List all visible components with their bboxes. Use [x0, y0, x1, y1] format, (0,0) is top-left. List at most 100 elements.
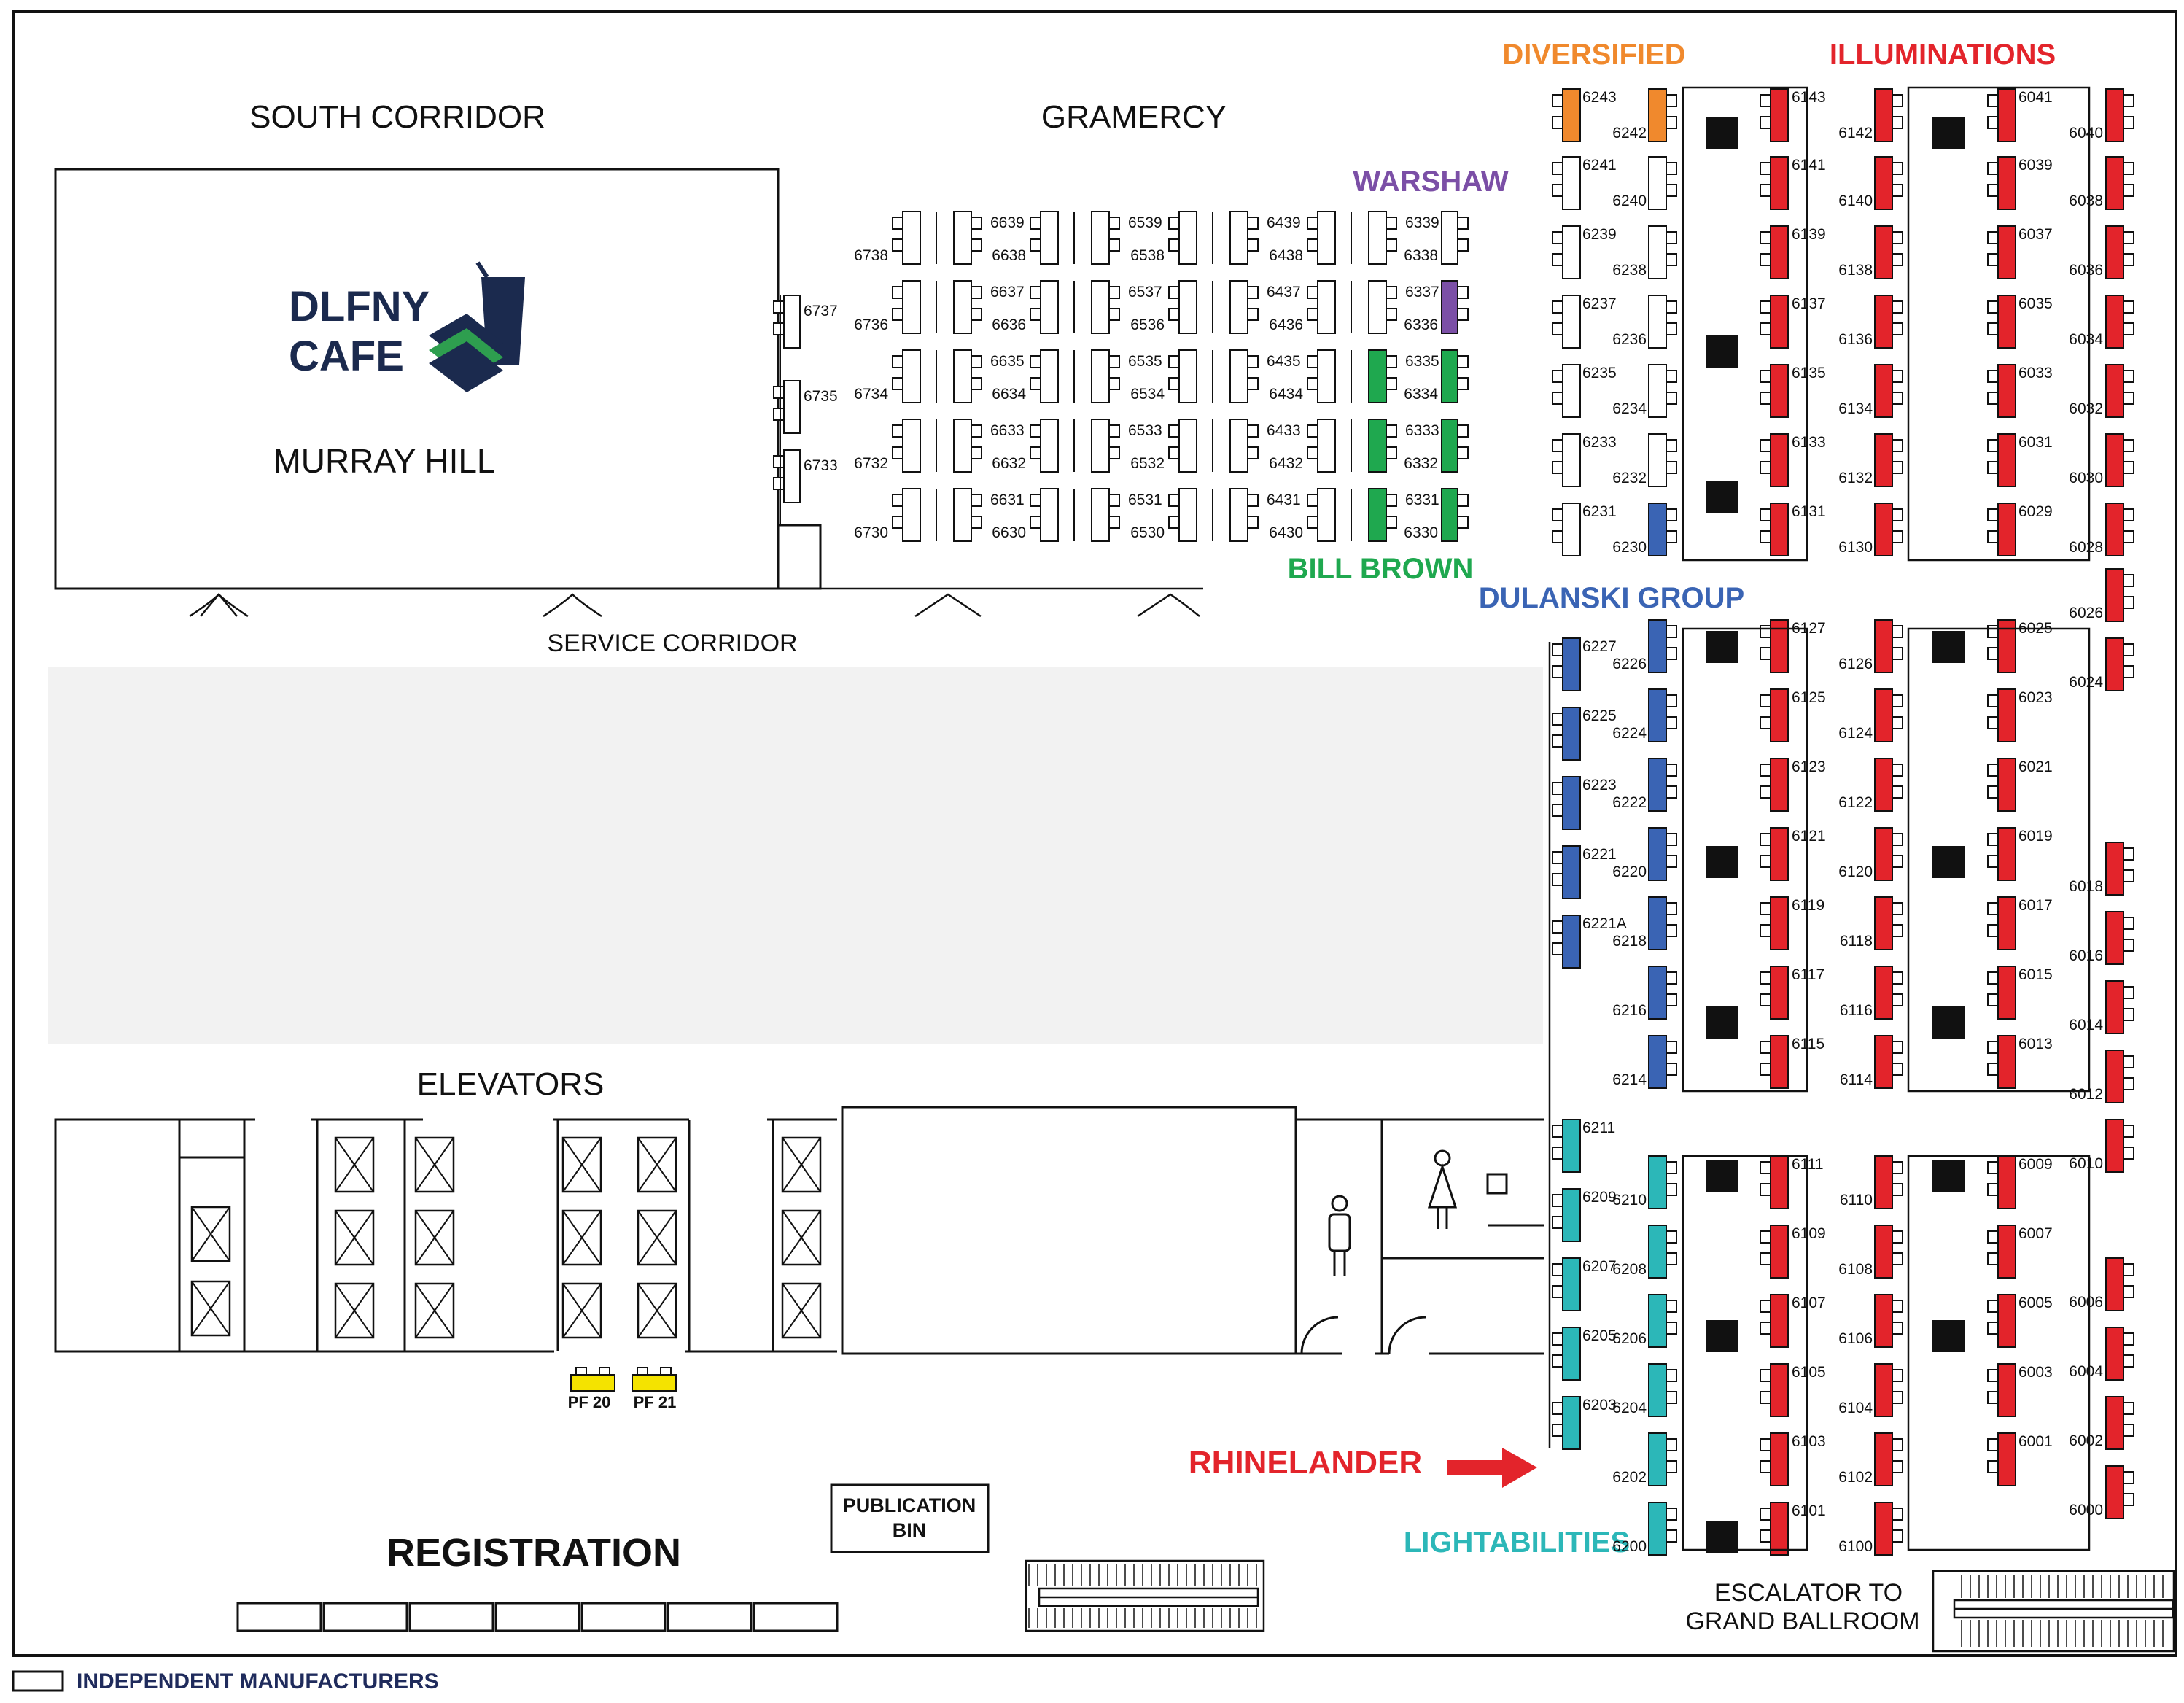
booth[interactable]: 6231 — [1552, 503, 1617, 556]
exhibitor-diversified[interactable]: DIVERSIFIED — [1502, 39, 1685, 71]
booth[interactable]: 6736 — [854, 280, 921, 334]
booth[interactable]: 6103 — [1760, 1432, 1826, 1486]
booth-table[interactable] — [783, 380, 801, 434]
booth[interactable]: 6106 — [1838, 1294, 1903, 1348]
booth[interactable]: 6121 — [1760, 827, 1826, 881]
booth-table[interactable] — [1562, 364, 1581, 418]
registration-desk[interactable] — [322, 1602, 408, 1632]
booth-table[interactable] — [1229, 280, 1248, 334]
booth[interactable]: 6004 — [2069, 1327, 2134, 1381]
booth-table[interactable] — [2105, 1050, 2124, 1103]
booth-table[interactable] — [2105, 568, 2124, 622]
booth-table[interactable] — [1040, 211, 1059, 265]
booth-table[interactable] — [902, 419, 921, 473]
booth[interactable]: 6205 — [1552, 1327, 1617, 1381]
booth-table[interactable] — [1178, 419, 1197, 473]
booth[interactable]: 6630 — [992, 488, 1059, 542]
booth-table[interactable] — [1997, 1432, 2016, 1486]
booth[interactable]: 6636 — [992, 280, 1059, 334]
booth-table[interactable] — [1770, 1294, 1789, 1348]
booth-table[interactable] — [1040, 488, 1059, 542]
booth[interactable]: 6016 — [2069, 911, 2134, 965]
booth[interactable]: 6209 — [1552, 1188, 1617, 1242]
booth[interactable]: 6239 — [1552, 225, 1617, 279]
exhibitor-dulanski-group[interactable]: DULANSKI GROUP — [1479, 582, 1744, 614]
booth[interactable]: 6223 — [1552, 776, 1617, 830]
booth-table[interactable] — [1997, 156, 2016, 210]
booth-table[interactable] — [1770, 88, 1789, 142]
booth[interactable]: 6537 — [1091, 280, 1162, 334]
booth-table[interactable] — [1997, 433, 2016, 487]
booth[interactable]: 6104 — [1838, 1363, 1903, 1417]
booth-table[interactable] — [1648, 1502, 1667, 1556]
booth[interactable]: 6001 — [1987, 1432, 2053, 1486]
booth-table[interactable] — [1368, 211, 1387, 265]
booth[interactable]: 6240 — [1612, 156, 1677, 210]
booth[interactable]: 6031 — [1987, 433, 2053, 487]
booth-table[interactable] — [1178, 349, 1197, 403]
booth-table[interactable] — [1562, 225, 1581, 279]
booth[interactable]: 6733 — [773, 449, 838, 503]
booth-table[interactable] — [1317, 419, 1336, 473]
booth[interactable]: 6430 — [1269, 488, 1336, 542]
booth-table[interactable] — [1368, 419, 1387, 473]
booth[interactable]: 6207 — [1552, 1257, 1617, 1311]
booth[interactable]: 6536 — [1130, 280, 1197, 334]
booth[interactable]: 6033 — [1987, 364, 2053, 418]
booth-table[interactable] — [1040, 349, 1059, 403]
booth[interactable]: 6637 — [953, 280, 1025, 334]
booth-table[interactable] — [1648, 88, 1667, 142]
registration-desk[interactable] — [753, 1602, 839, 1632]
booth-table[interactable] — [1997, 827, 2016, 881]
booth[interactable]: 6012 — [2069, 1050, 2134, 1103]
booth-table[interactable] — [1874, 88, 1893, 142]
booth[interactable]: 6432 — [1269, 419, 1336, 473]
booth-table[interactable] — [1997, 225, 2016, 279]
booth-table[interactable] — [1317, 211, 1336, 265]
booth-table[interactable] — [2105, 1119, 2124, 1173]
booth[interactable]: 6211 — [1552, 1119, 1615, 1173]
booth[interactable]: 6142 — [1838, 88, 1903, 142]
booth-table[interactable] — [1648, 619, 1667, 673]
booth-table[interactable] — [2105, 364, 2124, 418]
booth-table[interactable] — [1562, 433, 1581, 487]
booth[interactable]: 6034 — [2069, 295, 2134, 349]
booth[interactable]: 6243 — [1552, 88, 1617, 142]
booth[interactable]: 6434 — [1269, 349, 1336, 403]
booth[interactable]: 6013 — [1987, 1035, 2053, 1089]
booth-table[interactable] — [1441, 280, 1458, 334]
booth[interactable]: 6002 — [2069, 1396, 2134, 1450]
booth[interactable]: 6232 — [1612, 433, 1677, 487]
booth-table[interactable] — [953, 488, 972, 542]
booth[interactable]: 6105 — [1760, 1363, 1826, 1417]
booth-table[interactable] — [1770, 225, 1789, 279]
booth-table[interactable] — [1770, 433, 1789, 487]
booth-table[interactable] — [1648, 1432, 1667, 1486]
booth[interactable]: 6000 — [2069, 1465, 2134, 1519]
booth-table[interactable] — [953, 419, 972, 473]
booth-table[interactable] — [1441, 349, 1458, 403]
booth[interactable]: 6116 — [1840, 966, 1903, 1020]
booth[interactable]: 6132 — [1838, 433, 1903, 487]
booth-table[interactable] — [1229, 419, 1248, 473]
booth[interactable]: 6124 — [1838, 688, 1903, 742]
pf21-pedestal[interactable] — [632, 1374, 677, 1392]
booth-table[interactable] — [1874, 1155, 1893, 1209]
booth-table[interactable] — [1770, 364, 1789, 418]
booth-table[interactable] — [1648, 433, 1667, 487]
booth[interactable]: 6333 — [1368, 419, 1439, 473]
booth[interactable]: 6539 — [1091, 211, 1162, 265]
booth-table[interactable] — [1562, 503, 1581, 556]
booth[interactable]: 6436 — [1269, 280, 1336, 334]
booth[interactable]: 6234 — [1612, 364, 1677, 418]
booth[interactable]: 6119 — [1760, 896, 1824, 950]
booth[interactable]: 6226 — [1612, 619, 1677, 673]
booth-table[interactable] — [902, 488, 921, 542]
booth-table[interactable] — [1562, 845, 1581, 899]
booth[interactable]: 6235 — [1552, 364, 1617, 418]
registration-desk[interactable] — [408, 1602, 494, 1632]
booth[interactable]: 6532 — [1130, 419, 1197, 473]
booth-table[interactable] — [1997, 364, 2016, 418]
booth[interactable]: 6635 — [953, 349, 1025, 403]
booth-table[interactable] — [1091, 488, 1110, 542]
